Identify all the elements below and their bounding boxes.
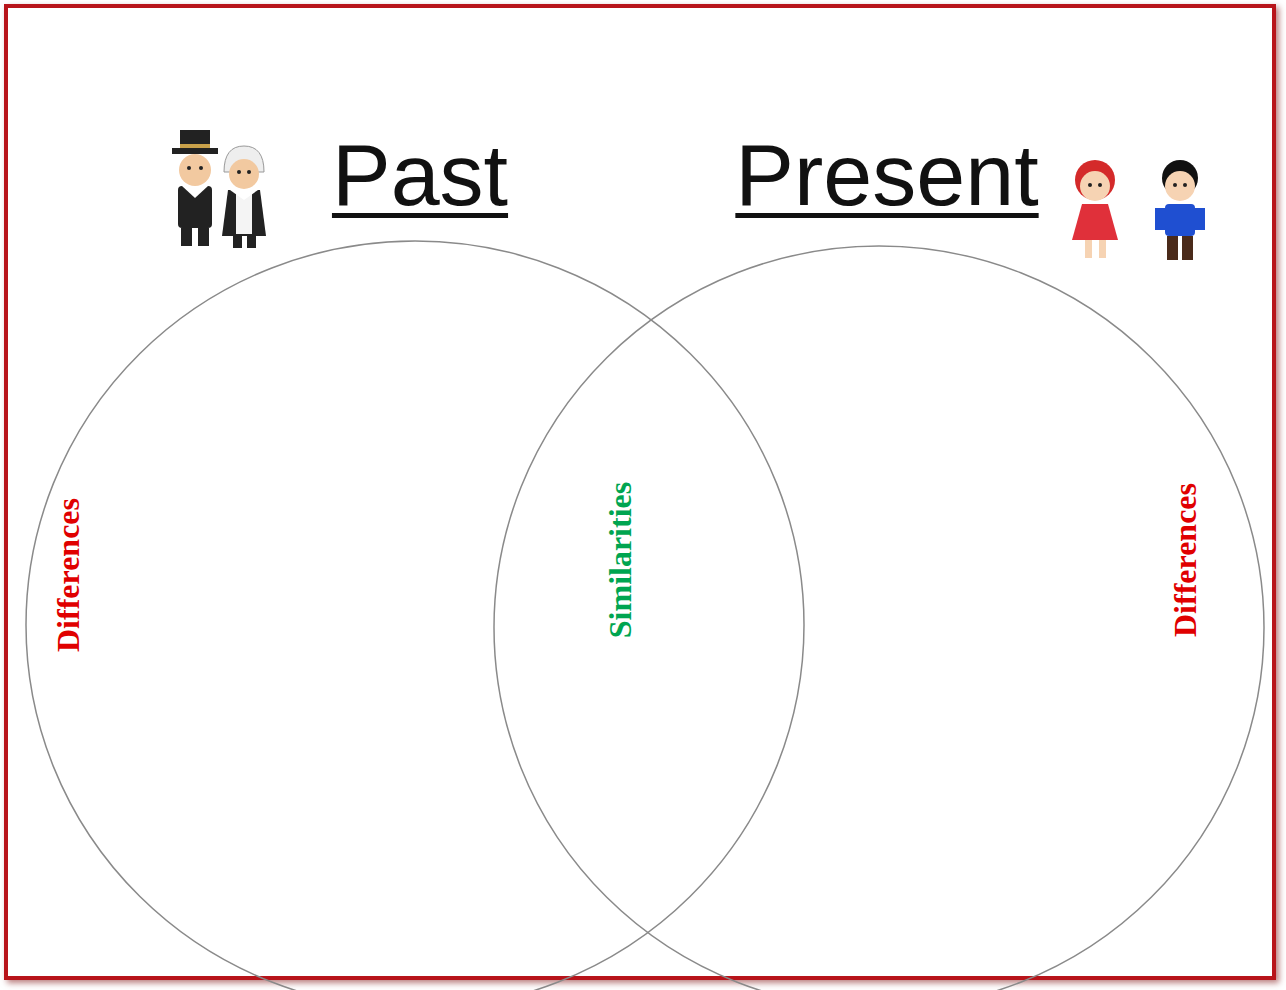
circle-heading: Past [332, 131, 508, 219]
girl-icon [1072, 160, 1118, 258]
blank-patch [598, 378, 712, 425]
pilgrim-woman-icon [222, 146, 266, 248]
similarities-label: Similarities [604, 482, 636, 638]
circle-outline [25, 240, 805, 990]
circle-heading: Present [735, 131, 1038, 219]
differences-label: Differences [1169, 483, 1201, 637]
circle-line [26, 241, 804, 990]
circle-line [494, 246, 1264, 990]
pilgrim-man-icon [172, 130, 218, 246]
boy-icon [1155, 160, 1205, 260]
differences-label: Differences [52, 498, 84, 652]
venn-circle: PastDifferences [25, 240, 805, 990]
